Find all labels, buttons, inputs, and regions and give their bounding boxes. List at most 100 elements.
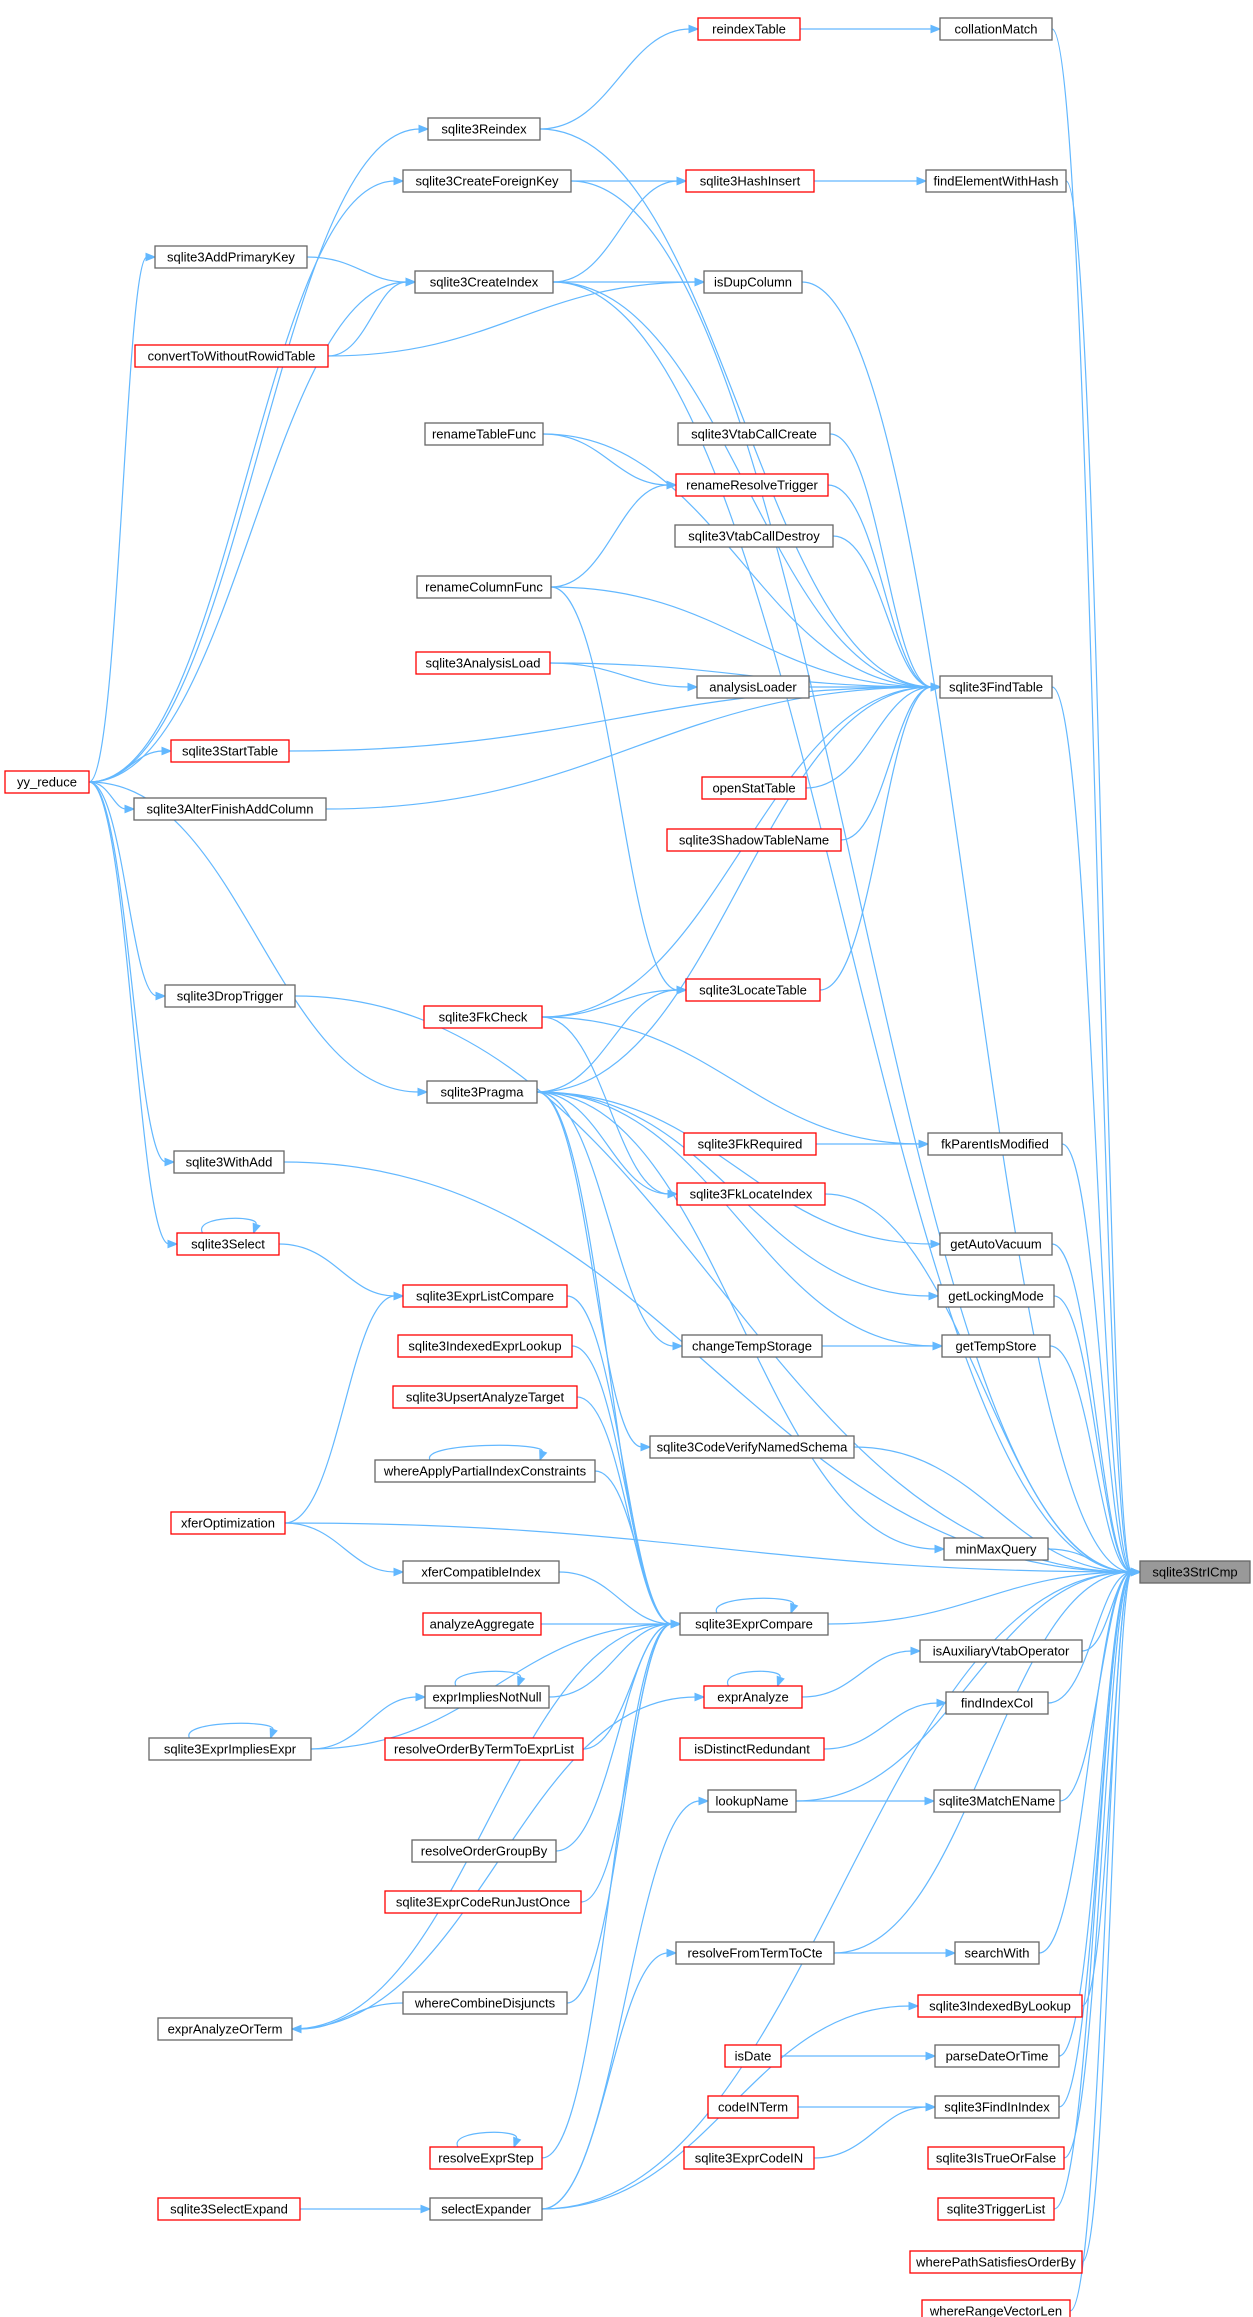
node-resolveOrderByTermToExprList[interactable]: resolveOrderByTermToExprList (384, 1737, 584, 1761)
edge-line (1051, 1243, 1133, 1573)
edge-line (552, 281, 1133, 1573)
node-parseDateOrTime[interactable]: parseDateOrTime (934, 2044, 1060, 2068)
node-isDate[interactable]: isDate (724, 2044, 782, 2068)
node-isDupColumn[interactable]: isDupColumn (703, 270, 803, 294)
node-findIndexCol[interactable]: findIndexCol (945, 1691, 1049, 1715)
node-analyzeAggregate[interactable]: analyzeAggregate (422, 1612, 542, 1636)
node-sqlite3SelectExpand[interactable]: sqlite3SelectExpand (157, 2197, 301, 2221)
node-sqlite3DropTrigger[interactable]: sqlite3DropTrigger (164, 984, 296, 1008)
node-sqlite3WithAdd[interactable]: sqlite3WithAdd (173, 1150, 285, 1174)
node-sqlite3ExprCodeRunJustOnce[interactable]: sqlite3ExprCodeRunJustOnce (384, 1890, 582, 1914)
node-whereRangeVectorLen[interactable]: whereRangeVectorLen (921, 2299, 1071, 2317)
node-xferCompatibleIndex[interactable]: xferCompatibleIndex (402, 1560, 560, 1584)
node-sqlite3CreateIndex[interactable]: sqlite3CreateIndex (414, 270, 554, 294)
node-exprAnalyze[interactable]: exprAnalyze (703, 1685, 803, 1709)
node-collationMatch[interactable]: collationMatch (939, 17, 1053, 41)
node-convertToWithoutRowidTable[interactable]: convertToWithoutRowidTable (134, 344, 329, 368)
node-resolveFromTermToCte[interactable]: resolveFromTermToCte (675, 1941, 835, 1965)
node-wherePathSatisfiesOrderBy[interactable]: wherePathSatisfiesOrderBy (909, 2250, 1083, 2274)
node-renameColumnFunc[interactable]: renameColumnFunc (416, 575, 552, 599)
node-whereApplyPartialIndexConstraints[interactable]: whereApplyPartialIndexConstraints (374, 1459, 596, 1483)
node-label: whereCombineDisjuncts (414, 1996, 556, 2011)
node-sqlite3StartTable[interactable]: sqlite3StartTable (170, 739, 290, 763)
node-sqlite3StrICmp[interactable]: sqlite3StrICmp (1139, 1560, 1251, 1584)
node-lookupName[interactable]: lookupName (707, 1789, 797, 1813)
node-selectExpander[interactable]: selectExpander (429, 2197, 543, 2221)
node-searchWith[interactable]: searchWith (954, 1941, 1040, 1965)
edge-sqlite3AddPrimaryKey-to-sqlite3CreateIndex (306, 256, 417, 287)
node-box (674, 524, 834, 548)
node-sqlite3FkCheck[interactable]: sqlite3FkCheck (423, 1005, 543, 1029)
node-exprAnalyzeOrTerm[interactable]: exprAnalyzeOrTerm (157, 2017, 293, 2041)
node-sqlite3VtabCallDestroy[interactable]: sqlite3VtabCallDestroy (674, 524, 834, 548)
edge-line (550, 484, 669, 588)
node-getTempStore[interactable]: getTempStore (941, 1334, 1051, 1358)
node-sqlite3AddPrimaryKey[interactable]: sqlite3AddPrimaryKey (154, 245, 308, 269)
node-sqlite3TriggerList[interactable]: sqlite3TriggerList (937, 2197, 1055, 2221)
edge-sqlite3CreateForeignKey-to-sqlite3StrICmp (570, 180, 1142, 1577)
node-minMaxQuery[interactable]: minMaxQuery (943, 1537, 1049, 1561)
edge-whereRangeVectorLen-to-sqlite3StrICmp (1069, 1567, 1142, 2312)
node-getAutoVacuum[interactable]: getAutoVacuum (939, 1232, 1053, 1256)
node-sqlite3FkLocateIndex[interactable]: sqlite3FkLocateIndex (676, 1182, 826, 1206)
node-sqlite3ExprImpliesExpr[interactable]: sqlite3ExprImpliesExpr (148, 1737, 312, 1761)
node-box (697, 17, 801, 41)
edge-line (1049, 1345, 1133, 1573)
node-sqlite3CreateForeignKey[interactable]: sqlite3CreateForeignKey (402, 169, 572, 193)
node-sqlite3ExprListCompare[interactable]: sqlite3ExprListCompare (402, 1284, 568, 1308)
edge-line (456, 2131, 517, 2148)
node-sqlite3ShadowTableName[interactable]: sqlite3ShadowTableName (666, 828, 842, 852)
edge-line (549, 662, 690, 688)
node-analysisLoader[interactable]: analysisLoader (696, 675, 810, 699)
node-sqlite3AnalysisLoad[interactable]: sqlite3AnalysisLoad (415, 651, 551, 675)
node-sqlite3ExprCompare[interactable]: sqlite3ExprCompare (679, 1612, 829, 1636)
node-whereCombineDisjuncts[interactable]: whereCombineDisjuncts (402, 1991, 568, 2015)
node-sqlite3CodeVerifyNamedSchema[interactable]: sqlite3CodeVerifyNamedSchema (649, 1435, 855, 1459)
node-resolveExprStep[interactable]: resolveExprStep (429, 2146, 543, 2170)
node-sqlite3LocateTable[interactable]: sqlite3LocateTable (685, 978, 821, 1002)
node-reindexTable[interactable]: reindexTable (697, 17, 801, 41)
node-isAuxiliaryVtabOperator[interactable]: isAuxiliaryVtabOperator (919, 1639, 1083, 1663)
node-sqlite3Reindex[interactable]: sqlite3Reindex (427, 117, 541, 141)
node-sqlite3FindInIndex[interactable]: sqlite3FindInIndex (934, 2095, 1060, 2119)
edge-yy_reduce-to-sqlite3WithAdd (88, 781, 176, 1167)
edge-arrowhead (666, 1948, 678, 1958)
node-sqlite3HashInsert[interactable]: sqlite3HashInsert (685, 169, 815, 193)
node-openStatTable[interactable]: openStatTable (701, 776, 807, 800)
edge-arrowhead (164, 1157, 176, 1167)
node-box (649, 1435, 855, 1459)
node-box (921, 2299, 1071, 2317)
node-sqlite3MatchEName[interactable]: sqlite3MatchEName (933, 1789, 1061, 1813)
node-sqlite3Select[interactable]: sqlite3Select (176, 1232, 280, 1256)
node-sqlite3UpsertAnalyzeTarget[interactable]: sqlite3UpsertAnalyzeTarget (392, 1385, 578, 1409)
node-codeINTerm[interactable]: codeINTerm (707, 2095, 799, 2119)
node-fkParentIsModified[interactable]: fkParentIsModified (927, 1132, 1063, 1156)
node-sqlite3FkRequired[interactable]: sqlite3FkRequired (683, 1132, 817, 1156)
node-getLockingMode[interactable]: getLockingMode (937, 1284, 1055, 1308)
node-sqlite3VtabCallCreate[interactable]: sqlite3VtabCallCreate (677, 422, 831, 446)
node-label: sqlite3MatchEName (939, 1794, 1055, 1809)
node-sqlite3ExprCodeIN[interactable]: sqlite3ExprCodeIN (683, 2146, 815, 2170)
node-sqlite3AlterFinishAddColumn[interactable]: sqlite3AlterFinishAddColumn (133, 797, 327, 821)
node-xferOptimization[interactable]: xferOptimization (170, 1511, 286, 1535)
edge-line (819, 686, 933, 991)
node-changeTempStorage[interactable]: changeTempStorage (681, 1334, 823, 1358)
node-sqlite3IndexedExprLookup[interactable]: sqlite3IndexedExprLookup (397, 1334, 573, 1358)
node-sqlite3FindTable[interactable]: sqlite3FindTable (939, 675, 1053, 699)
node-findElementWithHash[interactable]: findElementWithHash (925, 169, 1067, 193)
edge-sqlite3Pragma-to-getAutoVacuum (536, 1091, 942, 1249)
node-box (402, 1991, 568, 2015)
node-renameTableFunc[interactable]: renameTableFunc (424, 422, 544, 446)
node-resolveOrderGroupBy[interactable]: resolveOrderGroupBy (411, 1839, 557, 1863)
node-exprImpliesNotNull[interactable]: exprImpliesNotNull (424, 1685, 550, 1709)
node-sqlite3Pragma[interactable]: sqlite3Pragma (426, 1080, 538, 1104)
node-sqlite3IndexedByLookup[interactable]: sqlite3IndexedByLookup (917, 1994, 1083, 2018)
edge-arrowhead (676, 176, 688, 186)
node-yy_reduce[interactable]: yy_reduce (4, 770, 90, 794)
edge-arrowhead (918, 1139, 930, 1149)
node-renameResolveTrigger[interactable]: renameResolveTrigger (675, 473, 829, 497)
edge-arrowhead (418, 124, 430, 134)
node-isDistinctRedundant[interactable]: isDistinctRedundant (679, 1737, 825, 1761)
node-box (696, 675, 810, 699)
node-sqlite3IsTrueOrFalse[interactable]: sqlite3IsTrueOrFalse (927, 2146, 1065, 2170)
